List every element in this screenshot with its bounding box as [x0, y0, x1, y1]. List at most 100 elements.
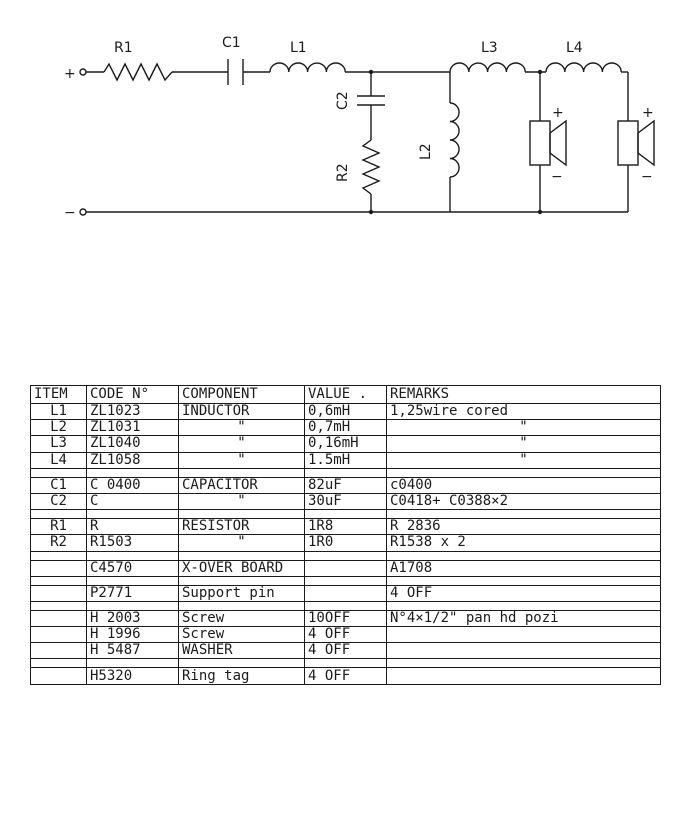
- label-r1: R1: [114, 40, 133, 56]
- cell-component: CAPACITOR: [178, 476, 305, 494]
- cell-item: [30, 509, 87, 520]
- cell-value: [304, 658, 387, 669]
- cell-remarks: [386, 600, 661, 611]
- table-header-row: ITEM CODE N° COMPONENT VALUE . REMARKS: [30, 385, 661, 404]
- label-l1: L1: [290, 40, 307, 56]
- cell-code: P2771: [86, 584, 179, 602]
- spk1-plus-label: +: [552, 105, 564, 121]
- cell-value: 1.5mH: [304, 451, 387, 469]
- cell-item: C1: [30, 476, 87, 494]
- cell-code: ZL1058: [86, 451, 179, 469]
- junction-dot-spk1-bottom: [537, 209, 543, 215]
- junction-dot-r2: [368, 209, 374, 215]
- cell-remarks: A1708: [386, 559, 661, 577]
- cell-remarks: R 2836: [386, 518, 661, 536]
- plus-terminal: [79, 68, 87, 76]
- capacitor-c1-symbol: [227, 59, 244, 85]
- cell-item: [30, 667, 87, 685]
- cell-remarks: [386, 626, 661, 644]
- cell-item: R2: [30, 534, 87, 552]
- cell-code: [86, 600, 179, 611]
- cell-code: [86, 575, 179, 586]
- label-l4: L4: [566, 40, 583, 56]
- cell-item: C2: [30, 492, 87, 511]
- inductor-l3-symbol: [449, 62, 526, 73]
- cell-value: [304, 575, 387, 586]
- cell-code: [86, 467, 179, 478]
- cell-code: C: [86, 492, 179, 511]
- capacitor-c2-symbol: [357, 95, 385, 106]
- cell-code: H5320: [86, 667, 179, 685]
- cell-value: 82uF: [304, 476, 387, 494]
- cell-component: X-OVER BOARD: [178, 559, 305, 577]
- label-l3: L3: [481, 40, 498, 56]
- cell-remarks: [386, 642, 661, 660]
- cell-remarks: ": [386, 419, 661, 437]
- tweeter-speaker-icon: [529, 119, 567, 167]
- resistor-r1-symbol: [103, 62, 173, 82]
- cell-component: Screw: [178, 609, 305, 628]
- cell-value: 30uF: [304, 492, 387, 511]
- cell-value: [304, 509, 387, 520]
- cell-component: [178, 509, 305, 520]
- cell-item: [30, 575, 87, 586]
- cell-component: [178, 658, 305, 669]
- label-r2: R2: [335, 163, 351, 182]
- cell-code: [86, 509, 179, 520]
- cell-component: INDUCTOR: [178, 402, 305, 421]
- cell-component: ": [178, 492, 305, 511]
- cell-remarks: N°4×1/2" pan hd pozi: [386, 609, 661, 628]
- cell-component: ": [178, 534, 305, 552]
- cell-value: [304, 559, 387, 577]
- cell-code: ZL1040: [86, 435, 179, 453]
- cell-remarks: C0418+ C0388×2: [386, 492, 661, 511]
- inductor-l1-symbol: [269, 62, 346, 73]
- cell-item: L2: [30, 419, 87, 437]
- table-row: [30, 550, 661, 561]
- cell-code: [86, 658, 179, 669]
- cell-remarks: [386, 550, 661, 561]
- spk1-minus-label: −: [551, 169, 563, 185]
- cell-component: ": [178, 419, 305, 437]
- cell-value: [304, 584, 387, 602]
- cell-value: 0,6mH: [304, 402, 387, 421]
- cell-value: [304, 550, 387, 561]
- cell-remarks: [386, 667, 661, 685]
- header-item: ITEM: [30, 385, 87, 404]
- table-row: [30, 600, 661, 611]
- minus-terminal: [79, 208, 87, 216]
- cell-component: RESISTOR: [178, 518, 305, 536]
- cell-component: [178, 600, 305, 611]
- cell-remarks: [386, 575, 661, 586]
- cell-remarks: 1,25wire cored: [386, 402, 661, 421]
- header-code: CODE N°: [86, 385, 179, 404]
- cell-remarks: [386, 467, 661, 478]
- cell-remarks: 4 OFF: [386, 584, 661, 602]
- cell-remarks: [386, 658, 661, 669]
- cell-component: [178, 467, 305, 478]
- crossover-schematic: + − R1 C1 L1 C2 R2 L2 L3 + − L4: [64, 35, 655, 221]
- cell-value: 1R8: [304, 518, 387, 536]
- cell-code: C 0400: [86, 476, 179, 494]
- header-remarks: REMARKS: [386, 385, 661, 404]
- cell-value: 1R0: [304, 534, 387, 552]
- cell-code: R1503: [86, 534, 179, 552]
- label-l2: L2: [418, 143, 434, 160]
- cell-code: C4570: [86, 559, 179, 577]
- spk2-plus-label: +: [642, 105, 654, 121]
- cell-code: [86, 550, 179, 561]
- cell-component: [178, 550, 305, 561]
- cell-code: H 1996: [86, 626, 179, 644]
- cell-component: [178, 575, 305, 586]
- cell-value: 0,16mH: [304, 435, 387, 453]
